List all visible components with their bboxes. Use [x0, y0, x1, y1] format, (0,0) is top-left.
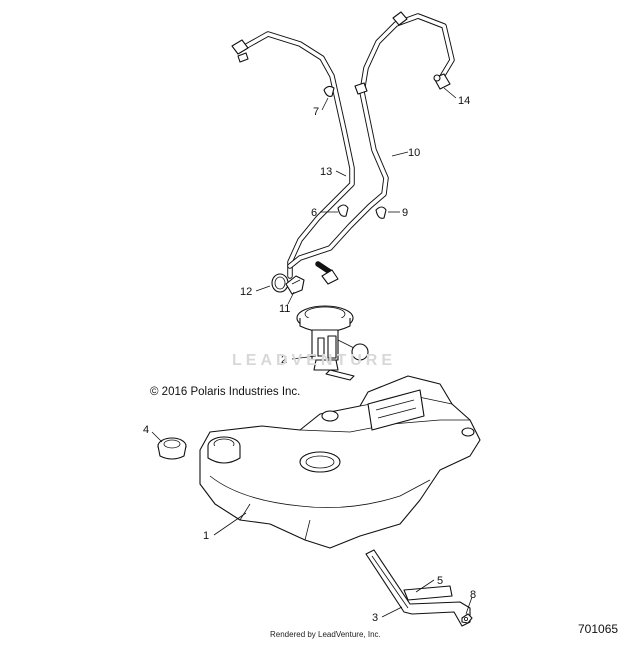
- hose-clip-9: [375, 206, 387, 219]
- fuel-cap-4: [157, 437, 187, 460]
- check-valve-14: [433, 73, 451, 90]
- callout-6: 6: [311, 207, 317, 219]
- callout-9: 9: [402, 207, 408, 219]
- callout-8: 8: [470, 589, 476, 601]
- pump-retainer-clip-11: [285, 275, 305, 295]
- vent-line-10: [287, 11, 455, 285]
- callout-3: 3: [372, 612, 378, 624]
- fuel-tank-1: [199, 375, 481, 549]
- figure-number: 701065: [578, 622, 619, 636]
- callout-10: 10: [408, 147, 420, 159]
- callout-11: 11: [279, 303, 290, 315]
- render-credit: Rendered by LeadVenture, Inc.: [270, 630, 381, 639]
- copyright-notice: © 2016 Polaris Industries Inc.: [150, 386, 301, 398]
- callout-2: 2: [281, 354, 287, 366]
- callout-13: 13: [320, 166, 332, 178]
- callout-1: 1: [203, 530, 209, 542]
- callout-5: 5: [437, 575, 443, 587]
- hose-clip-6: [337, 204, 349, 217]
- callout-14: 14: [458, 95, 470, 107]
- hose-clamp-12: [271, 273, 289, 293]
- callout-12: 12: [240, 286, 252, 298]
- fuel-line-13: [231, 31, 355, 279]
- leader-lines: [151, 87, 473, 618]
- leadventure-watermark: LEADVENTURE: [232, 352, 397, 369]
- hose-clip-7: [323, 85, 335, 97]
- fuel-pump-assembly-2: [296, 305, 369, 381]
- strap-fastener-8: [461, 613, 473, 624]
- strap-pad-5: [403, 585, 453, 601]
- callout-7: 7: [313, 106, 319, 118]
- callout-4: 4: [143, 424, 149, 436]
- tank-strap-3: [365, 549, 471, 627]
